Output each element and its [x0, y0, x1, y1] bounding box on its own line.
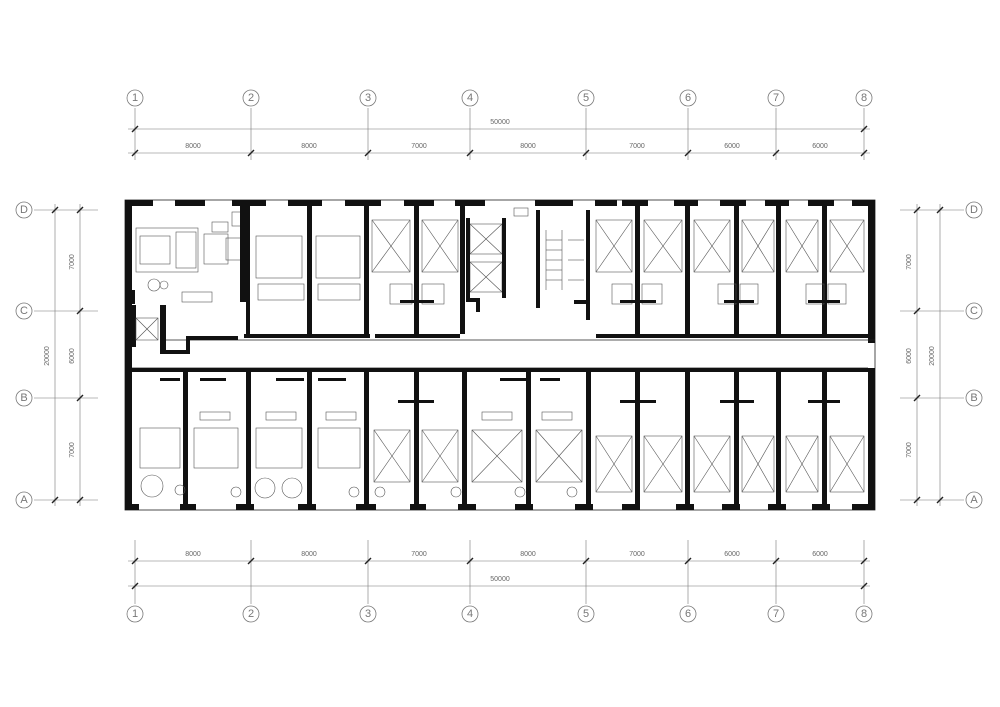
dimension-total: 20000: [929, 346, 936, 366]
grid-label: 2: [248, 92, 254, 104]
dimension-total: 50000: [490, 576, 510, 583]
grid-bubbles-top: 1 2 3 4 5 6 7 8: [126, 89, 873, 107]
dimension-span: 8000: [520, 551, 536, 558]
grid-label: 4: [467, 92, 473, 104]
dimension-span: 6000: [724, 143, 740, 150]
grid-label: 5: [583, 92, 589, 104]
grid-label: A: [20, 494, 28, 506]
grid-label: 2: [248, 608, 254, 620]
grid-label: 6: [685, 608, 691, 620]
grid-label: 3: [365, 92, 371, 104]
grid-label: 7: [773, 608, 779, 620]
grid-label: A: [970, 494, 978, 506]
grid-label: D: [20, 204, 28, 216]
grid-label: B: [20, 392, 27, 404]
dimension-total: 50000: [490, 119, 510, 126]
dimension-span: 7000: [69, 442, 76, 458]
dimension-span: 7000: [411, 143, 427, 150]
grid-label: C: [20, 305, 28, 317]
dimension-span: 7000: [629, 551, 645, 558]
corridor: [132, 334, 875, 372]
south-rooms: [139, 372, 865, 504]
dimension-span: 6000: [724, 551, 740, 558]
building-outline: [124, 199, 876, 511]
grid-lines: [34, 108, 964, 604]
dimension-bottom: 8000 8000 7000 8000 7000 6000 6000 50000: [128, 551, 870, 590]
grid-label: 4: [467, 608, 473, 620]
grid-label: 1: [132, 92, 138, 104]
grid-bubbles-right: D C B A: [965, 201, 983, 509]
dimension-span: 6000: [812, 551, 828, 558]
grid-label: 5: [583, 608, 589, 620]
dimension-span: 7000: [906, 442, 913, 458]
dimension-total: 20000: [44, 346, 51, 366]
grid-label: 6: [685, 92, 691, 104]
grid-label: 7: [773, 92, 779, 104]
grid-label: B: [970, 392, 977, 404]
dimension-span: 7000: [906, 254, 913, 270]
dimension-right: 7000 6000 7000 20000: [906, 204, 944, 506]
grid-label: 8: [861, 608, 867, 620]
dimension-span: 7000: [69, 254, 76, 270]
dimension-span: 8000: [301, 143, 317, 150]
north-rooms: [125, 206, 865, 354]
dimension-top: 50000 8000 8000 7000 8000 7000 6000 6000: [128, 119, 870, 157]
grid-label: 8: [861, 92, 867, 104]
dimension-span: 7000: [411, 551, 427, 558]
grid-label: 1: [132, 608, 138, 620]
dimension-span: 8000: [185, 551, 201, 558]
dimension-span: 6000: [69, 348, 76, 364]
dimension-span: 8000: [301, 551, 317, 558]
dimension-span: 8000: [185, 143, 201, 150]
dimension-span: 6000: [906, 348, 913, 364]
dimension-span: 6000: [812, 143, 828, 150]
grid-label: C: [970, 305, 978, 317]
dimension-left: 7000 6000 7000 20000: [44, 204, 84, 506]
grid-bubbles-bottom: 1 2 3 4 5 6 7 8: [126, 605, 873, 623]
grid-bubbles-left: D C B A: [15, 201, 33, 509]
dimension-span: 7000: [629, 143, 645, 150]
dimension-span: 8000: [520, 143, 536, 150]
grid-label: D: [970, 204, 978, 216]
grid-label: 3: [365, 608, 371, 620]
